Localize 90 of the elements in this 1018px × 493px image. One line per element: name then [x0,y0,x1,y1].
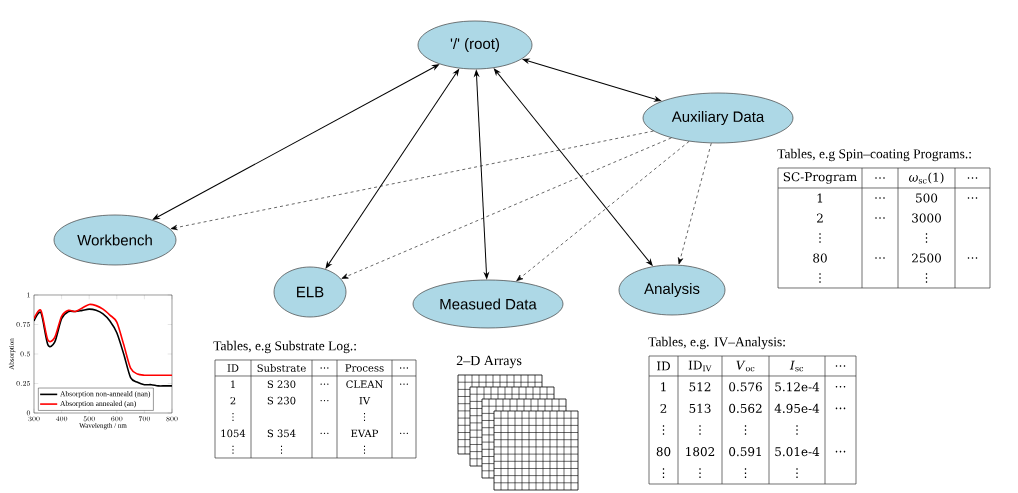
table-cell: … [967,197,978,199]
table-cell: 513 [689,403,711,413]
array-caption: 2–D Arrays [456,355,522,369]
table-cell: ID$_{IV}$ [688,360,712,372]
table-cell: 2 [817,213,823,223]
table-cell: 80 [813,253,827,263]
table-cell: … [400,367,408,369]
table-cell: … [835,365,846,367]
table-cell: V$_{oc}$ [736,360,755,372]
table-cell: … [875,177,885,179]
table-cell: 2 [230,396,236,405]
table-cell: 5.12e-4 [775,382,820,392]
table-cell: 2 [660,403,667,413]
table-cell: 2500 [912,253,941,263]
table-cell: 4.95e-4 [774,403,820,413]
table-cell: … [320,367,329,369]
table-cell: SC-Program [783,172,857,184]
table-cell: 1 [817,193,823,203]
arrow [325,69,460,269]
table-cell: … [400,432,408,435]
table-cell: … [967,257,978,259]
table-caption: Tables, e.g. IV–Analysis: [648,336,785,350]
arrow [522,58,661,102]
table-cell: ⋮ [819,233,821,243]
table-cell: ID [657,361,670,371]
table-cell: ⋮ [232,412,234,422]
table-cell: ⋮ [699,468,701,479]
table-cell: ⋮ [796,425,798,435]
arrow [678,142,712,265]
table-cell: ⋮ [364,445,365,454]
table-cell: 1 [231,380,235,388]
ellipse-node: '/' (root) [417,20,533,70]
table-cell: ⋮ [744,468,747,479]
table-cell: ⋮ [699,425,701,435]
table-cell: ⋮ [281,445,282,454]
table-cell: ω$_{sc}$(1) [908,172,944,184]
table-cell: ⋮ [796,468,798,479]
arrow [341,137,672,279]
table-cell: … [875,217,885,219]
table-cell: … [875,197,885,199]
ellipse-node: Analysis [618,264,726,316]
ellipse-node: ELB [273,266,347,318]
table-cell: 500 [916,193,938,203]
table-cell: CLEAN [346,380,383,388]
table-cell: IV [359,396,371,405]
arrow [493,68,653,266]
table-cell: 3000 [912,213,941,223]
table-cell: Process [345,364,384,372]
table-cell: ⋮ [744,425,747,435]
table-cell: ⋮ [925,233,928,243]
table-cell: … [320,399,329,402]
table-cell: ⋮ [662,425,665,435]
table-cell: 80 [656,447,671,457]
table-cell: … [875,257,885,259]
table-cell: 512 [689,382,711,392]
table-cell: … [967,177,978,179]
table-cell: 0.591 [729,447,761,457]
table-cell: ⋮ [232,445,234,454]
table-cell: 5.01e-4 [775,447,820,457]
table-caption: Tables, e.g Spin–coating Programs.: [777,148,971,162]
table-caption: Tables, e.g Substrate Log.: [213,340,356,354]
table-cell: … [835,407,846,410]
arrow [152,64,439,220]
table-cell: EVAP [351,429,379,438]
table-cell: ⋮ [364,412,365,422]
table-cell: … [835,450,846,453]
table-cell: … [320,432,329,435]
table-cell: ID [227,364,239,372]
ellipse-node: Auxiliary Data [642,92,794,144]
table-cell: S 354 [267,429,296,438]
table-cell: S 230 [267,380,296,388]
arrow [170,130,654,231]
table-cell: … [320,383,329,385]
table-cell: 1054 [221,429,246,438]
table-cell: ⋮ [662,468,665,479]
ellipse-node: Workbench [53,214,177,266]
table-cell: ⋮ [819,273,821,283]
table-cell: 0.576 [729,382,762,392]
table-cell: I$_{sc}$ [789,360,804,372]
ellipse-node: Measued Data [412,279,564,329]
arrow [474,70,489,279]
table-cell: 0.562 [729,403,762,413]
table-cell: S 230 [267,396,296,405]
table-cell: ⋮ [925,273,928,283]
table-cell: 1 [661,382,666,392]
table-cell: Substrate [257,364,306,372]
table-cell: … [400,383,408,385]
arrow [516,141,690,282]
table-cell: 1802 [686,447,715,457]
table-cell: … [835,386,846,388]
